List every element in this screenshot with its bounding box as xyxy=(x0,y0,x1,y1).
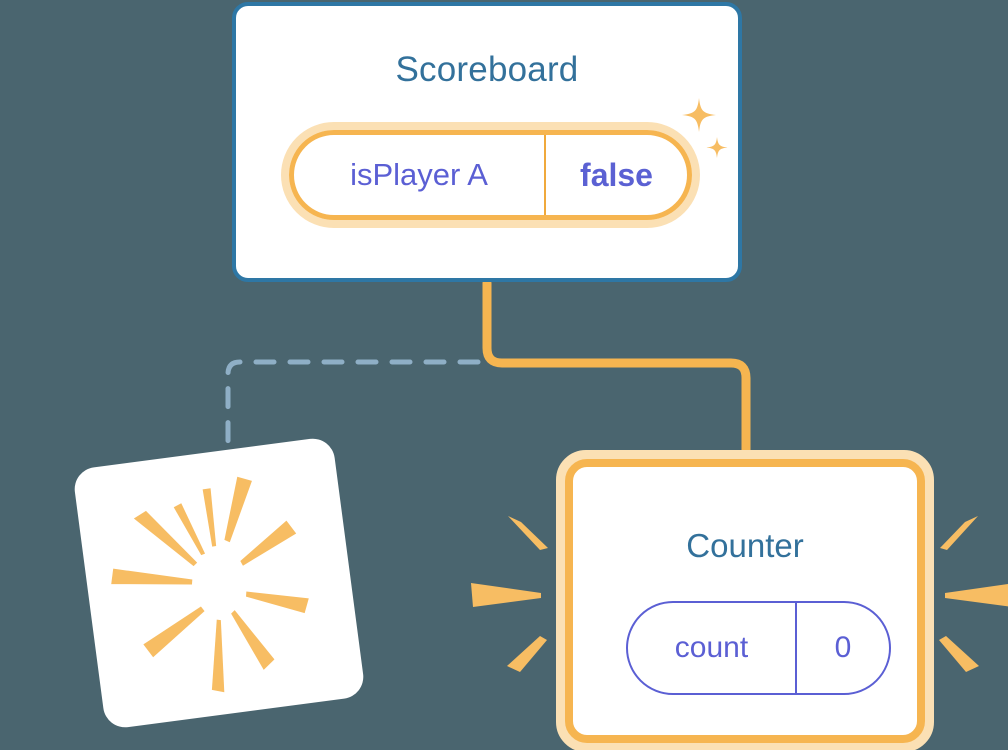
scoreboard-pill-divider xyxy=(544,135,546,215)
burst-icon xyxy=(111,476,309,693)
scoreboard-state-value: false xyxy=(580,156,653,193)
counter-card-body: Counter count 0 xyxy=(565,459,925,743)
counter-title: Counter xyxy=(686,527,804,564)
counter-right-rays xyxy=(939,516,1008,672)
sparkle-group xyxy=(682,98,728,158)
counter-state-pill[interactable]: count 0 xyxy=(626,601,891,695)
counter-state-value: 0 xyxy=(834,631,852,664)
counter-state-key: count xyxy=(674,631,749,664)
scoreboard-state-key: isPlayer A xyxy=(350,157,488,192)
connector-solid-scoreboard-to-counter xyxy=(482,278,751,467)
counter-left-rays xyxy=(471,516,548,672)
sparkle-large-icon xyxy=(682,98,716,132)
scoreboard-state-pill[interactable]: isPlayer A false xyxy=(281,122,700,228)
node-rotated-card[interactable] xyxy=(72,436,366,730)
counter-pill-divider xyxy=(795,603,797,693)
scoreboard-pill-body: isPlayer A false xyxy=(289,130,692,220)
sparkle-small-icon xyxy=(706,137,728,158)
scoreboard-title: Scoreboard xyxy=(395,50,579,89)
node-scoreboard[interactable]: Scoreboard isPlayer A false xyxy=(232,2,742,282)
node-counter[interactable]: Counter count 0 xyxy=(556,450,934,750)
